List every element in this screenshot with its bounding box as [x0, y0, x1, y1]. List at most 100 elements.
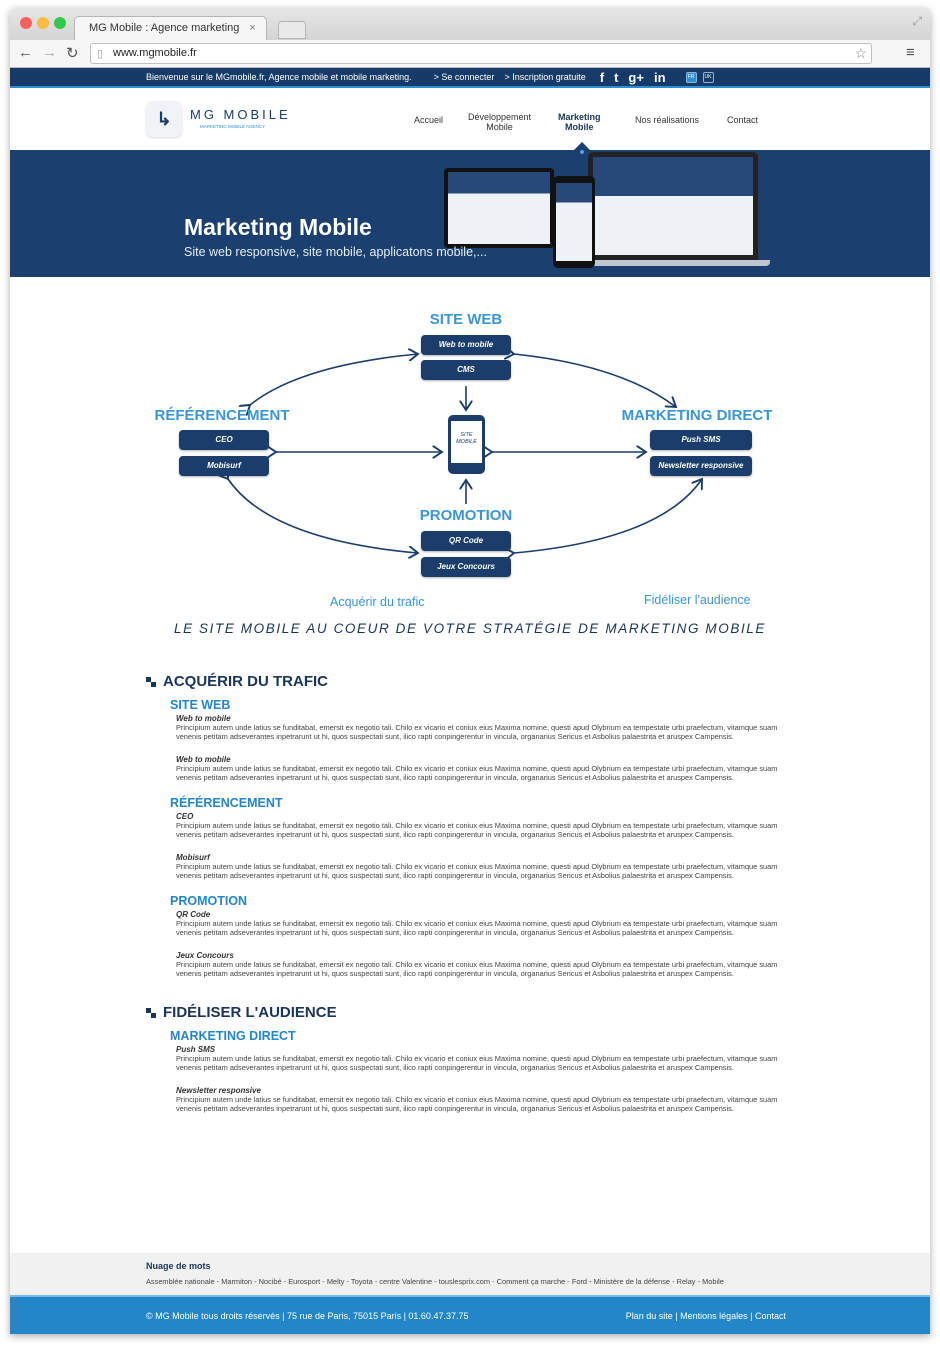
box-push-sms[interactable]: Push SMS	[650, 430, 752, 450]
tag-link[interactable]: Toyota	[350, 1277, 373, 1286]
forward-icon[interactable]: →	[42, 44, 57, 61]
tag-link[interactable]: Ministère de la défense	[593, 1277, 671, 1286]
box-web-to-mobile[interactable]: Web to mobile	[421, 335, 511, 355]
item-body: Principium autem unde latius se funditab…	[176, 960, 778, 978]
menu-icon[interactable]: ≡	[906, 44, 915, 61]
facebook-icon[interactable]: f	[599, 69, 605, 85]
footer-copyright: © MG Mobile tous droits réservés | 75 ru…	[146, 1310, 469, 1321]
tag-link[interactable]: touslesprix.com	[438, 1277, 491, 1286]
item-title: Web to mobile	[176, 714, 231, 723]
box-jeux-concours[interactable]: Jeux Concours	[421, 557, 511, 577]
section-title: ACQUÉRIR DU TRAFIC	[163, 673, 328, 690]
footer-link-legal[interactable]: Mentions légales	[680, 1310, 748, 1321]
nav-accueil[interactable]: Accueil	[414, 115, 444, 125]
site-topbar: Bienvenue sur le MGmobile.fr, Agence mob…	[10, 68, 930, 88]
subsection-title: PROMOTION	[170, 894, 248, 908]
address-bar[interactable]: ▯www.mgmobile.fr☆	[90, 43, 872, 64]
label-site-web: SITE WEB	[429, 311, 503, 328]
separator: -	[565, 1277, 572, 1286]
twitter-icon[interactable]: t	[614, 69, 619, 85]
nav-contact[interactable]: Contact	[727, 115, 759, 125]
separator: -	[214, 1277, 222, 1286]
item-title: Newsletter responsive	[176, 1086, 261, 1095]
page-icon: ▯	[97, 48, 104, 60]
subsection-title: MARKETING DIRECT	[170, 1029, 296, 1043]
section-heading: FIDÉLISER L'AUDIENCE	[146, 1004, 796, 1021]
linkedin-icon[interactable]: in	[653, 69, 666, 85]
item-title: Push SMS	[176, 1045, 216, 1054]
caption-acquerir: Acquérir du trafic	[330, 595, 425, 609]
close-tab-icon[interactable]: ×	[249, 22, 256, 34]
bookmark-star-icon[interactable]: ☆	[854, 45, 867, 61]
separator: -	[490, 1277, 497, 1286]
tag-link[interactable]: Assemblée nationale	[146, 1277, 215, 1286]
lang-uk-button[interactable]: UK	[702, 71, 714, 83]
tag-link[interactable]: Ford	[571, 1277, 588, 1286]
signup-link[interactable]: > Inscription gratuite	[504, 72, 586, 82]
tag-link[interactable]: Melty	[326, 1277, 345, 1286]
site-footer: © MG Mobile tous droits réservés | 75 ru…	[10, 1295, 930, 1334]
lang-fr-button[interactable]: FR	[685, 71, 697, 83]
phone-label: SITE MOBILE	[451, 421, 482, 463]
item-title: QR Code	[176, 910, 211, 919]
tag-cloud-words: Assemblée nationale - Marmiton - Nocibé …	[146, 1277, 724, 1286]
diagram-tagline: LE SITE MOBILE AU COEUR DE VOTRE STRATÉG…	[173, 621, 767, 636]
indicator-dot	[580, 150, 584, 154]
separator: -	[344, 1277, 351, 1286]
fullscreen-icon[interactable]: ⤢	[912, 14, 922, 28]
back-icon[interactable]: ←	[18, 44, 33, 61]
item-body: Principium autem unde latius se funditab…	[176, 821, 778, 839]
label-referencement: RÉFÉRENCEMENT	[154, 407, 290, 424]
footer-link-contact[interactable]: Contact	[754, 1310, 786, 1321]
caption-fideliser: Fidéliser l'audience	[644, 593, 751, 607]
browser-toolbar: ← → ↻ ▯www.mgmobile.fr☆ ≡	[10, 40, 930, 68]
browser-tab[interactable]: MG Mobile : Agence marketing ×	[74, 16, 267, 40]
label-marketing-direct: MARKETING DIRECT	[621, 407, 773, 424]
tag-link[interactable]: Eurosport	[288, 1277, 321, 1286]
logo-name[interactable]: MG MOBILE	[190, 107, 291, 122]
google-plus-icon[interactable]: g+	[628, 69, 644, 85]
new-tab-button[interactable]	[278, 21, 306, 39]
item-body: Principium autem unde latius se funditab…	[176, 1095, 778, 1113]
login-link[interactable]: > Se connecter	[433, 72, 495, 82]
tag-cloud: Nuage de mots Assemblée nationale - Marm…	[10, 1253, 930, 1295]
phone-mockup	[553, 176, 595, 268]
tag-link[interactable]: Nocibé	[258, 1277, 282, 1286]
nav-realisations[interactable]: Nos réalisations	[635, 115, 700, 125]
tag-link[interactable]: Marmiton	[221, 1277, 253, 1286]
section-heading: ACQUÉRIR DU TRAFIC	[146, 673, 796, 690]
minimize-window-button[interactable]	[37, 17, 49, 29]
banner-subtitle: Site web responsive, site mobile, applic…	[184, 245, 487, 259]
tag-link[interactable]: Mobile	[702, 1277, 724, 1286]
item-title: Mobisurf	[176, 853, 210, 862]
item-body: Principium autem unde latius se funditab…	[176, 919, 778, 937]
tag-link[interactable]: Relay	[676, 1277, 696, 1286]
tablet-mockup	[444, 168, 554, 248]
site-header: ↳ MG MOBILE MARKETING MOBILE AGENCY Accu…	[10, 88, 930, 150]
tag-link[interactable]: Comment ça marche	[496, 1277, 566, 1286]
welcome-text: Bienvenue sur le MGmobile.fr, Agence mob…	[146, 72, 412, 82]
box-cms[interactable]: CMS	[421, 360, 511, 380]
maximize-window-button[interactable]	[54, 17, 66, 29]
separator: -	[372, 1277, 380, 1286]
box-qr-code[interactable]: QR Code	[421, 531, 511, 551]
active-nav-indicator	[574, 142, 590, 150]
diagram-arrows	[10, 8, 930, 660]
box-ceo[interactable]: CEO	[179, 430, 269, 450]
box-newsletter[interactable]: Newsletter responsive	[650, 456, 752, 476]
tab-title: MG Mobile : Agence marketing	[89, 22, 240, 34]
logo-icon[interactable]: ↳	[146, 101, 182, 137]
item-title: CEO	[176, 812, 194, 821]
footer-link-sitemap[interactable]: Plan du site	[625, 1310, 673, 1321]
close-window-button[interactable]	[20, 17, 32, 29]
reload-icon[interactable]: ↻	[66, 45, 79, 62]
tag-link[interactable]: centre Valentine	[379, 1277, 433, 1286]
box-mobisurf[interactable]: Mobisurf	[179, 456, 269, 476]
